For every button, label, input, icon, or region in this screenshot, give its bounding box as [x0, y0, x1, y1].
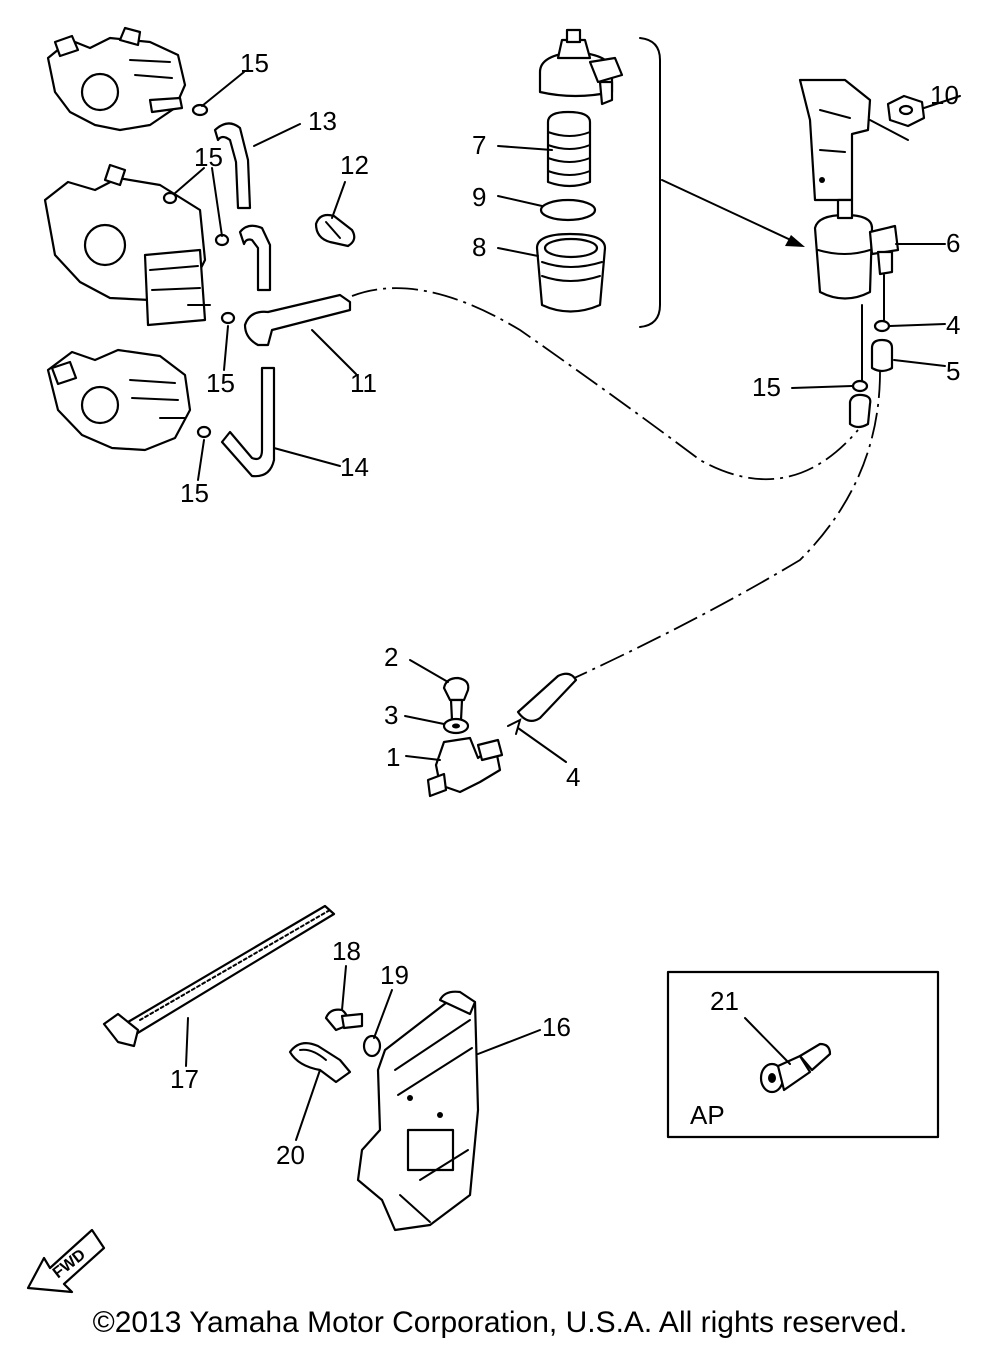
leader-lines: [173, 71, 961, 1141]
callout-17: 17: [170, 1064, 199, 1094]
fuel-hose-11: [238, 224, 352, 347]
callout-6: 6: [946, 228, 960, 258]
callout-15-right: 15: [752, 372, 781, 402]
clamp-20: [288, 1041, 352, 1084]
callout-14: 14: [340, 452, 369, 482]
callout-20: 20: [276, 1140, 305, 1170]
hose-clamp-12: [314, 213, 356, 248]
callout-7: 7: [472, 130, 486, 160]
callout-10: 10: [930, 80, 959, 110]
hose-clip-15-mid-a: [162, 191, 178, 205]
copyright-notice: ©2013 Yamaha Motor Corporation, U.S.A. A…: [92, 1306, 908, 1339]
fuel-hose-13: [213, 122, 252, 210]
callout-15-low: 15: [206, 368, 235, 398]
carburetor-middle: [43, 163, 211, 327]
hose-clip-15-bottom: [196, 425, 212, 439]
callout-19: 19: [380, 960, 409, 990]
bolt-18: [324, 1008, 364, 1032]
tie-wrap-17: [102, 904, 336, 1048]
callout-4-lower: 4: [566, 762, 580, 792]
clip-15-right: [851, 379, 869, 393]
carburetor-bottom: [46, 348, 192, 452]
filter-cup-8: [535, 232, 607, 313]
bracket-16: [356, 990, 480, 1232]
callout-21: 21: [710, 986, 739, 1016]
fuel-hose-14: [220, 366, 276, 478]
group-bracket: [639, 37, 661, 328]
hose-clip-15-top: [191, 103, 209, 117]
washer-3: [442, 717, 470, 735]
callout-18: 18: [332, 936, 361, 966]
filter-cap: [538, 28, 624, 106]
callout-4-right: 4: [946, 310, 960, 340]
filter-element-7: [546, 110, 592, 188]
callout-2: 2: [384, 642, 398, 672]
callout-3: 3: [384, 700, 398, 730]
callout-15-mid: 15: [194, 142, 223, 172]
carburetor-top: [46, 26, 187, 132]
filter-bracket: [798, 78, 872, 202]
callout-12: 12: [340, 150, 369, 180]
callout-15-top: 15: [240, 48, 269, 78]
hose-right-lower: [848, 393, 872, 429]
washer-19: [362, 1034, 382, 1058]
joint-hose-lower: [516, 672, 578, 723]
fuel-line-path-b: [569, 371, 881, 681]
nut-leader: [869, 119, 909, 141]
nut-10: [886, 94, 926, 128]
fuel-filter-6: [813, 198, 900, 300]
inset-label-ap: AP: [690, 1100, 725, 1130]
callout-16: 16: [542, 1012, 571, 1042]
fuel-joint-1: [426, 736, 504, 798]
assembly-arrow: [661, 179, 796, 243]
callout-15-bottom: 15: [180, 478, 209, 508]
fwd-arrow: FWD: [26, 1228, 106, 1294]
clip-4-lower: [507, 718, 522, 735]
joint-hose-5: [870, 338, 894, 373]
callout-11: 11: [350, 368, 377, 398]
bolt-2: [442, 676, 470, 722]
callout-9: 9: [472, 182, 486, 212]
o-ring-9: [539, 198, 597, 222]
callout-1: 1: [386, 742, 400, 772]
inset-leader-21: [744, 1017, 791, 1065]
fuel-line-path-a: [351, 287, 859, 481]
callout-8: 8: [472, 232, 486, 262]
hose-joint-21: [759, 1042, 832, 1094]
callout-13: 13: [308, 106, 337, 136]
clip-4-right: [873, 319, 891, 333]
callout-5: 5: [946, 356, 960, 386]
hose-clip-15-low: [220, 311, 236, 325]
